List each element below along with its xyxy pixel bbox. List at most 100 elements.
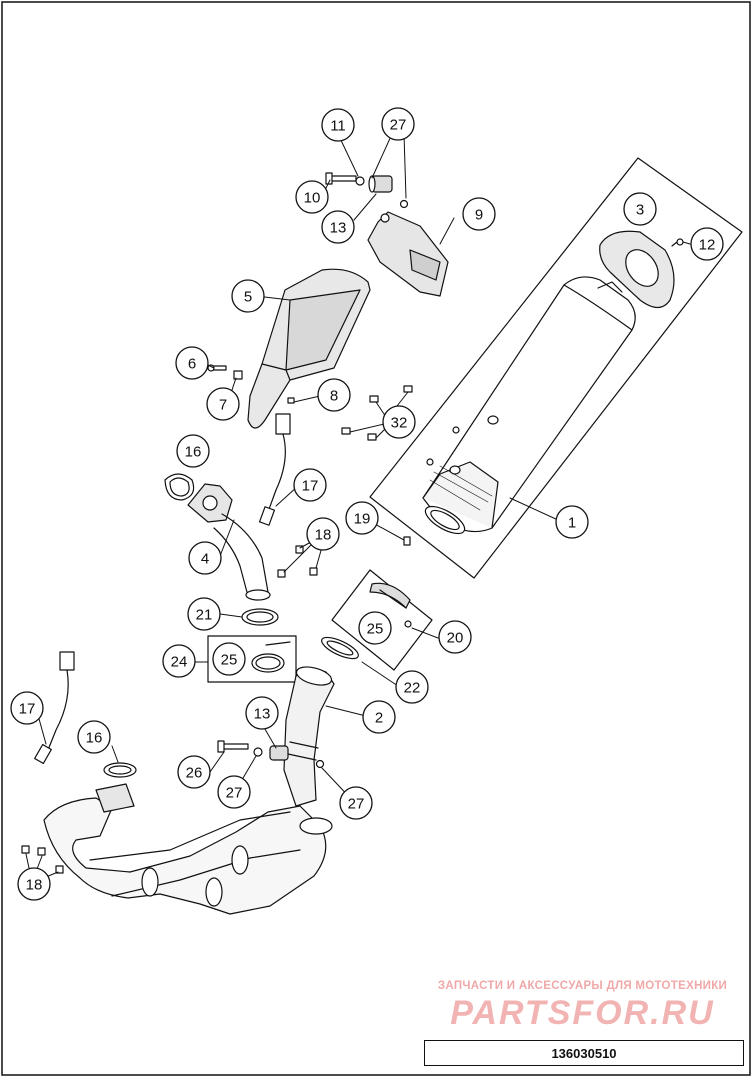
rubber-13-lower-part[interactable]: [269, 745, 289, 761]
callout-number: 24: [171, 654, 188, 671]
callout-9[interactable]: 9: [462, 197, 496, 231]
callout-19[interactable]: 19: [345, 501, 379, 535]
callout-26[interactable]: 26: [177, 755, 211, 789]
bolt-26-part[interactable]: [217, 740, 249, 753]
seal-ring-22-part[interactable]: [319, 633, 361, 663]
callout-3[interactable]: 3: [623, 192, 657, 226]
callout-1[interactable]: 1: [555, 505, 589, 539]
callout-circle: [358, 611, 392, 645]
heat-shield-part[interactable]: [247, 268, 371, 429]
clips-32-part[interactable]: [341, 385, 413, 441]
callout-27[interactable]: 27: [217, 775, 251, 809]
callout-circle: [176, 434, 210, 468]
callout-17[interactable]: 17: [10, 691, 44, 725]
callout-32[interactable]: 32: [382, 405, 416, 439]
callout-21[interactable]: 21: [187, 597, 221, 631]
callout-circle: [177, 755, 211, 789]
callout-16[interactable]: 16: [77, 720, 111, 754]
callout-number: 32: [391, 415, 408, 432]
clip-8-part[interactable]: [287, 397, 295, 404]
bracket-part[interactable]: [367, 211, 449, 297]
callout-number: 11: [330, 118, 346, 135]
nuts-18-upper-part[interactable]: [277, 545, 318, 578]
callout-circle: [438, 620, 472, 654]
callout-number: 1: [568, 515, 576, 532]
callout-number: 16: [185, 444, 202, 461]
callout-8[interactable]: 8: [317, 378, 351, 412]
callout-number: 18: [26, 877, 43, 894]
callout-circle: [339, 786, 373, 820]
clamp-group-20-frame: [331, 569, 433, 671]
callout-6[interactable]: 6: [175, 346, 209, 380]
callout-circle: [231, 279, 265, 313]
callout-7[interactable]: 7: [206, 387, 240, 421]
nuts-18-lower-part[interactable]: [21, 845, 64, 874]
callout-number: 27: [348, 796, 365, 813]
callout-circle: [212, 642, 246, 676]
callout-circle: [293, 468, 327, 502]
callout-circle: [381, 107, 415, 141]
front-pipe-part[interactable]: [187, 483, 271, 601]
callout-25[interactable]: 25: [212, 642, 246, 676]
middle-pipe-part[interactable]: [283, 664, 335, 807]
screw-12-part[interactable]: [671, 238, 684, 247]
callout-27[interactable]: 27: [339, 786, 373, 820]
callout-10[interactable]: 10: [295, 180, 329, 214]
callout-20[interactable]: 20: [438, 620, 472, 654]
callout-27[interactable]: 27: [381, 107, 415, 141]
callout-circle: [10, 691, 44, 725]
callout-number: 10: [304, 190, 321, 207]
callout-number: 4: [201, 551, 209, 568]
callout-circle: [175, 346, 209, 380]
callout-4[interactable]: 4: [188, 541, 222, 575]
callout-number: 2: [375, 710, 383, 727]
washer-27-part[interactable]: [399, 199, 409, 209]
callout-number: 17: [19, 701, 36, 718]
callout-18[interactable]: 18: [17, 867, 51, 901]
callout-13[interactable]: 13: [321, 210, 355, 244]
callout-circle: [321, 210, 355, 244]
sleeve-19-part[interactable]: [403, 536, 411, 546]
callout-number: 5: [244, 289, 252, 306]
washer-27-lower-part[interactable]: [253, 747, 263, 757]
callout-number: 27: [390, 117, 407, 134]
callout-circle: [77, 720, 111, 754]
gasket-16-lower-part[interactable]: [103, 762, 137, 778]
callout-25[interactable]: 25: [358, 611, 392, 645]
washer-11-part[interactable]: [355, 176, 365, 186]
clamp-group-frame: [207, 635, 297, 683]
callout-13[interactable]: 13: [245, 696, 279, 730]
nut-7-part[interactable]: [233, 370, 243, 380]
clamp-part[interactable]: [251, 641, 291, 673]
watermark-brand: PARTSFOR.RU: [450, 994, 715, 1032]
o2-sensor-lower-part[interactable]: [34, 651, 75, 765]
callout-22[interactable]: 22: [395, 670, 429, 704]
callout-18[interactable]: 18: [306, 517, 340, 551]
end-cap-part[interactable]: [599, 230, 675, 309]
callout-17[interactable]: 17: [293, 468, 327, 502]
callout-5[interactable]: 5: [231, 279, 265, 313]
manifold-part[interactable]: [43, 783, 333, 915]
callout-number: 12: [699, 237, 716, 254]
callout-circle: [17, 867, 51, 901]
gasket-16-upper-part[interactable]: [164, 473, 195, 501]
bolt-10-part[interactable]: [325, 172, 357, 185]
washer-27-right-part[interactable]: [315, 759, 325, 769]
o2-sensor-upper-part[interactable]: [258, 413, 291, 526]
callout-16[interactable]: 16: [176, 434, 210, 468]
callout-11[interactable]: 11: [321, 108, 355, 142]
callout-24[interactable]: 24: [162, 644, 196, 678]
rubber-13-part[interactable]: [368, 175, 393, 193]
callout-circle: [188, 541, 222, 575]
watermark-subtitle: ЗАПЧАСТИ И АКСЕССУАРЫ ДЛЯ МОТОТЕХНИКИ: [437, 980, 728, 992]
silencer-part[interactable]: [421, 276, 636, 539]
callout-number: 25: [367, 621, 384, 638]
clamp-20-part[interactable]: [369, 582, 412, 628]
callout-number: 8: [330, 388, 338, 405]
callout-12[interactable]: 12: [690, 227, 724, 261]
seal-ring-21-part[interactable]: [241, 608, 279, 626]
callout-circle: [295, 180, 329, 214]
callout-2[interactable]: 2: [362, 700, 396, 734]
